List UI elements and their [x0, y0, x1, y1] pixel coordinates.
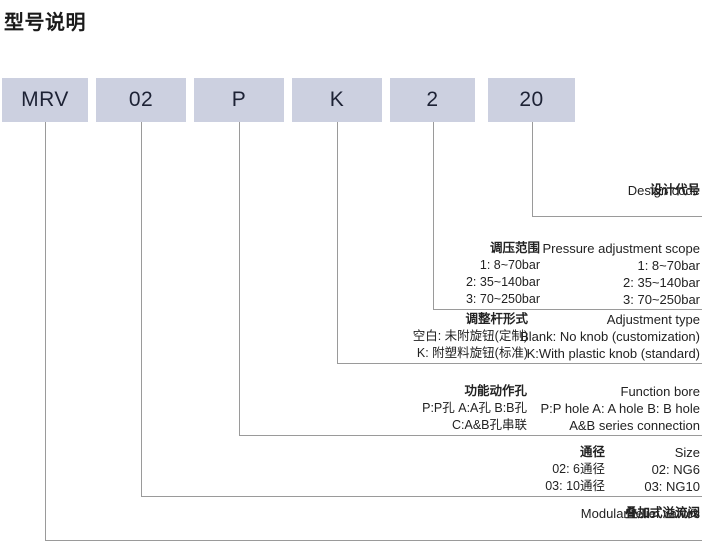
code-box-label: 02 — [128, 88, 154, 111]
model-code-boxes: MRV 02 P K 2 20 — [0, 0, 705, 130]
page-title: 型号说明 — [4, 12, 86, 34]
desc-text-en: K:With plastic knob (standard) — [526, 346, 700, 361]
leader-line-size — [141, 122, 702, 497]
desc-text-en: Modular relief valves — [580, 506, 700, 521]
desc-text-cn: 调压范围 — [489, 241, 540, 255]
code-box-label: K — [329, 88, 345, 111]
desc-text-en: Size — [674, 445, 700, 460]
leader-line-design-code — [532, 122, 702, 217]
desc-row: 通径 Size — [0, 444, 705, 461]
desc-text-en: Pressure adjustment scope — [542, 241, 700, 256]
segment-2: 2 — [390, 78, 475, 122]
segment-p: P — [194, 78, 284, 122]
desc-text-cn: 调整杆形式 — [465, 312, 528, 326]
desc-row: 2: 35~140bar 2: 35~140bar — [0, 274, 705, 291]
code-box-label: 2 — [426, 88, 439, 111]
segment-k: K — [292, 78, 382, 122]
desc-row: 功能动作孔 Function bore — [0, 383, 705, 400]
desc-text-en: 2: 35~140bar — [623, 275, 700, 290]
desc-text-cn: 3: 70~250bar — [465, 292, 540, 306]
desc-row: 调整杆形式 Adjustment type — [0, 311, 705, 328]
desc-text-en: 3: 70~250bar — [623, 292, 700, 307]
code-box-label: P — [231, 88, 247, 111]
desc-row: 空白: 未附旋钮(定制)Blank: No knob (customizatio… — [0, 328, 705, 345]
segment-02: 02 — [96, 78, 186, 122]
desc-row: C:A&B孔串联 A&B series connection — [0, 417, 705, 434]
desc-text-cn: 2: 35~140bar — [465, 275, 540, 289]
desc-text-cn: 1: 8~70bar — [479, 258, 540, 272]
desc-text-en: 02: NG6 — [651, 462, 700, 477]
desc-text-en: 1: 8~70bar — [637, 258, 700, 273]
segment-20: 20 — [488, 78, 575, 122]
desc-text-cn: 02: 6通径 — [552, 462, 605, 476]
desc-text-en: Blank: No knob (customization) — [520, 329, 700, 344]
desc-text-cn: 功能动作孔 — [464, 384, 527, 398]
desc-row: K: 附塑料旋钮(标准)K:With plastic knob (standar… — [0, 345, 705, 362]
desc-text-cn: 空白: 未附旋钮(定制) — [412, 329, 528, 343]
desc-row: P:P孔 A:A孔 B:B孔 P:P hole A: A hole B: B ho… — [0, 400, 705, 417]
desc-text-en: Adjustment type — [606, 312, 700, 327]
desc-text-en: 03: NG10 — [644, 479, 700, 494]
desc-row: 02: 6通径 02: NG6 — [0, 461, 705, 478]
desc-text-cn: 通径 — [579, 445, 605, 459]
desc-block-size: 通径 Size 02: 6通径 02: NG6 03: 10通径 03: NG10 — [0, 444, 705, 495]
desc-text-en: A&B series connection — [569, 418, 700, 433]
desc-text-cn: 03: 10通径 — [545, 479, 605, 493]
desc-text-cn: C:A&B孔串联 — [451, 418, 527, 432]
desc-text-cn: 叠加式溢流阀 — [624, 506, 700, 520]
desc-text-en: P:P hole A: A hole B: B hole — [540, 401, 701, 416]
segment-mrv: MRV — [2, 78, 88, 122]
desc-row: 03: 10通径 03: NG10 — [0, 478, 705, 495]
desc-row: 3: 70~250bar 3: 70~250bar — [0, 291, 705, 308]
desc-text-en: Design code — [627, 183, 700, 198]
code-box-label: MRV — [21, 88, 69, 111]
desc-text-en: Function bore — [620, 384, 701, 399]
code-box-label: 20 — [519, 88, 544, 111]
desc-text-cn: P:P孔 A:A孔 B:B孔 — [422, 401, 527, 415]
desc-row: 1: 8~70bar 1: 8~70bar — [0, 257, 705, 274]
desc-text-cn: 设计代号 — [649, 183, 700, 197]
desc-text-cn: K: 附塑料旋钮(标准) — [416, 346, 528, 360]
